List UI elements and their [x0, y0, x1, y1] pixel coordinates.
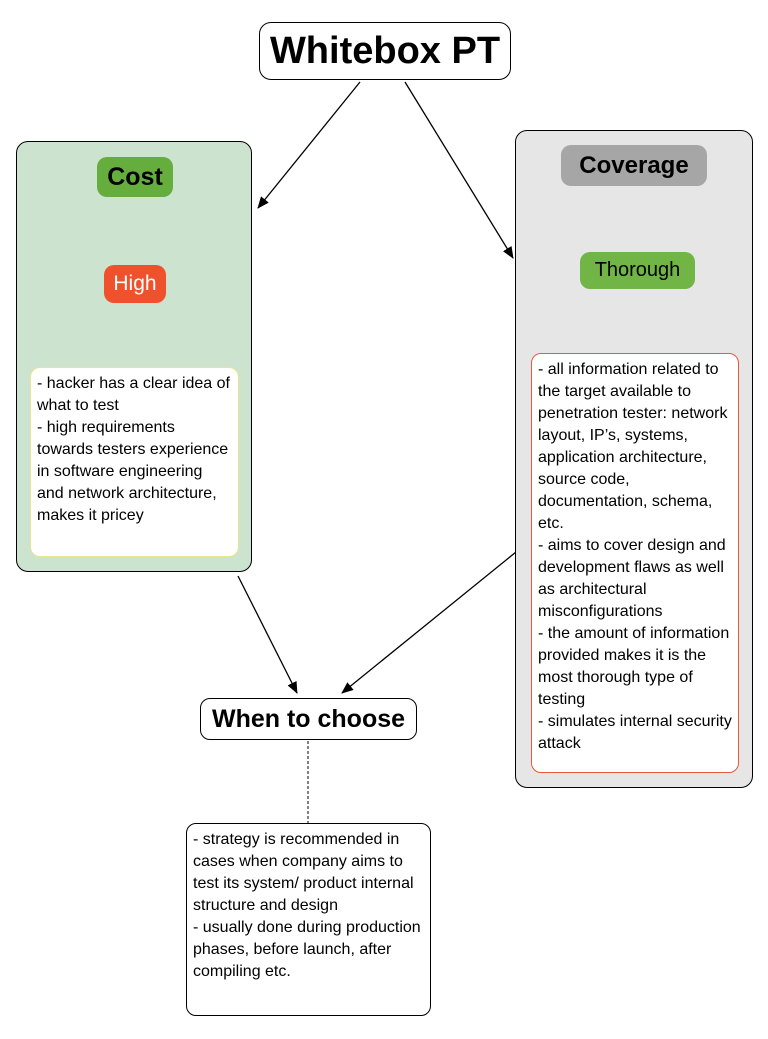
arrow-title-to-coverage — [404, 81, 514, 259]
diagram-title: Whitebox PT — [259, 22, 511, 80]
arrow-cost-to-choose — [237, 575, 298, 694]
coverage-description: - all information related to the target … — [531, 353, 739, 773]
arrow-title-to-cost — [257, 81, 361, 209]
cost-label: Cost — [97, 157, 173, 197]
when-to-choose-description: - strategy is recommended in cases when … — [186, 823, 431, 1016]
cost-description: - hacker has a clear idea of what to tes… — [30, 367, 239, 557]
arrow-coverage-to-choose — [341, 551, 517, 694]
when-to-choose-label: When to choose — [200, 698, 417, 740]
cost-level-badge: High — [104, 265, 166, 303]
coverage-label: Coverage — [561, 145, 707, 186]
coverage-level-badge: Thorough — [580, 252, 695, 289]
